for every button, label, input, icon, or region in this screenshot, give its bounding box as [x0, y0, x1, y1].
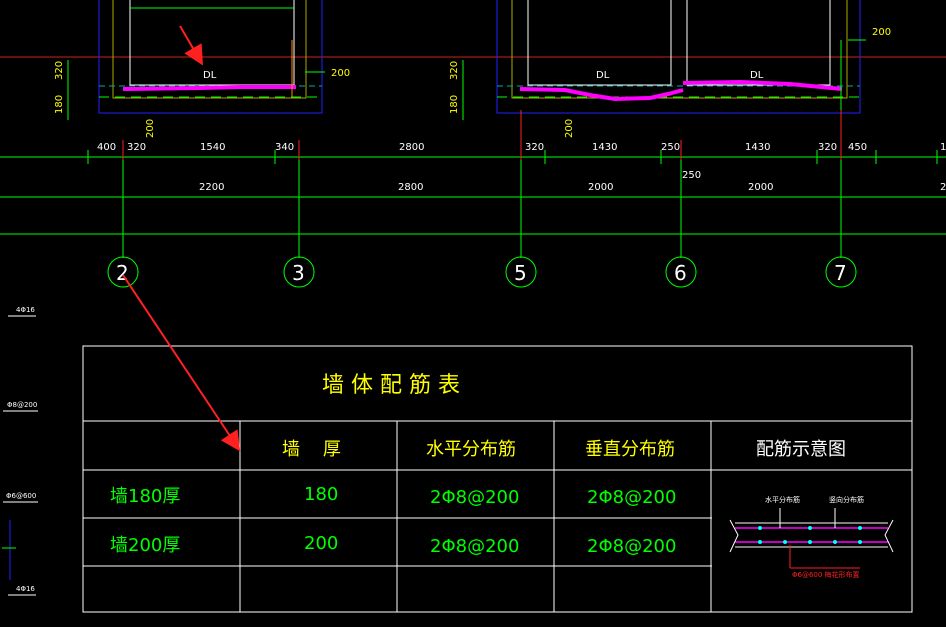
axis-label: 3 — [292, 261, 305, 285]
wall-label-dl: DL — [596, 70, 610, 81]
header-sketch: 配筋示意图 — [756, 439, 846, 460]
dim-text: 1430 — [745, 142, 770, 153]
dim-text: 2800 — [399, 142, 424, 153]
dim-text: 200 — [872, 27, 891, 38]
dim-text: 2800 — [398, 182, 423, 193]
dim-text: 400 — [97, 142, 116, 153]
row-horizontal: 2Φ8@200 — [430, 487, 519, 508]
dim-text: 340 — [275, 142, 294, 153]
axis-label: 7 — [834, 261, 847, 285]
dim-text: 450 — [848, 142, 867, 153]
dim-text: 320 — [54, 61, 65, 80]
dim-text: 180 — [54, 95, 65, 114]
row-thickness: 180 — [304, 484, 338, 505]
dim-text: 320 — [127, 142, 146, 153]
side-label: Φ8@200 — [7, 401, 37, 409]
sketch-label: 竖向分布筋 — [829, 495, 864, 504]
side-label: 4Φ16 — [16, 306, 35, 314]
dim-text: 250 — [661, 142, 680, 153]
sketch-label: 水平分布筋 — [765, 495, 800, 504]
header-thickness: 墙 厚 — [282, 439, 341, 460]
dim-text: 320 — [525, 142, 544, 153]
side-label: 4Φ16 — [16, 585, 35, 593]
row-thickness: 200 — [304, 533, 338, 554]
dim-text: 200 — [145, 119, 156, 138]
table-title: 墙 体 配 筋 表 — [322, 373, 460, 398]
dim-text: 2000 — [588, 182, 613, 193]
dim-text: 200 — [564, 119, 575, 138]
header-horizontal-rebar: 水平分布筋 — [426, 439, 516, 460]
left-vertical-dims — [67, 60, 464, 120]
dim-text: 2 — [940, 182, 946, 193]
axis-label: 5 — [514, 261, 527, 285]
wall-label-dl: DL — [203, 70, 217, 81]
dim-text: 1540 — [200, 142, 225, 153]
side-label: Φ6@600 — [6, 492, 36, 500]
dim-text: 320 — [818, 142, 837, 153]
annotation-arrow — [179, 25, 204, 66]
rebar-table — [82, 345, 913, 613]
header-vertical-rebar: 垂直分布筋 — [585, 439, 675, 460]
row-horizontal: 2Φ8@200 — [430, 536, 519, 557]
axis-label: 6 — [674, 261, 687, 285]
right-room — [496, 0, 861, 114]
rebar-sketch — [729, 508, 894, 569]
dim-text: 2200 — [199, 182, 224, 193]
dim-text: 2000 — [748, 182, 773, 193]
wall-label-dl: DL — [750, 70, 764, 81]
annotation-arrow — [122, 274, 241, 452]
dim-text: 1430 — [592, 142, 617, 153]
row-vertical: 2Φ8@200 — [587, 487, 676, 508]
axis-bubbles: 2 3 5 6 7 — [107, 256, 857, 288]
left-edge-labels: 4Φ16 Φ8@200 Φ6@600 4Φ16 — [2, 306, 38, 596]
sketch-label: Φ6@600 梅花形布置 — [792, 570, 860, 579]
dim-text: 250 — [682, 170, 701, 181]
dim-text: 200 — [331, 68, 350, 79]
dim-text: 320 — [449, 61, 460, 80]
left-room — [98, 0, 323, 114]
row-name: 墙180厚 — [110, 486, 180, 507]
dimension-ticks — [122, 110, 842, 160]
dim-text: 1 — [940, 142, 946, 153]
row-name: 墙200厚 — [110, 535, 180, 556]
dim-text: 180 — [449, 95, 460, 114]
row-vertical: 2Φ8@200 — [587, 536, 676, 557]
